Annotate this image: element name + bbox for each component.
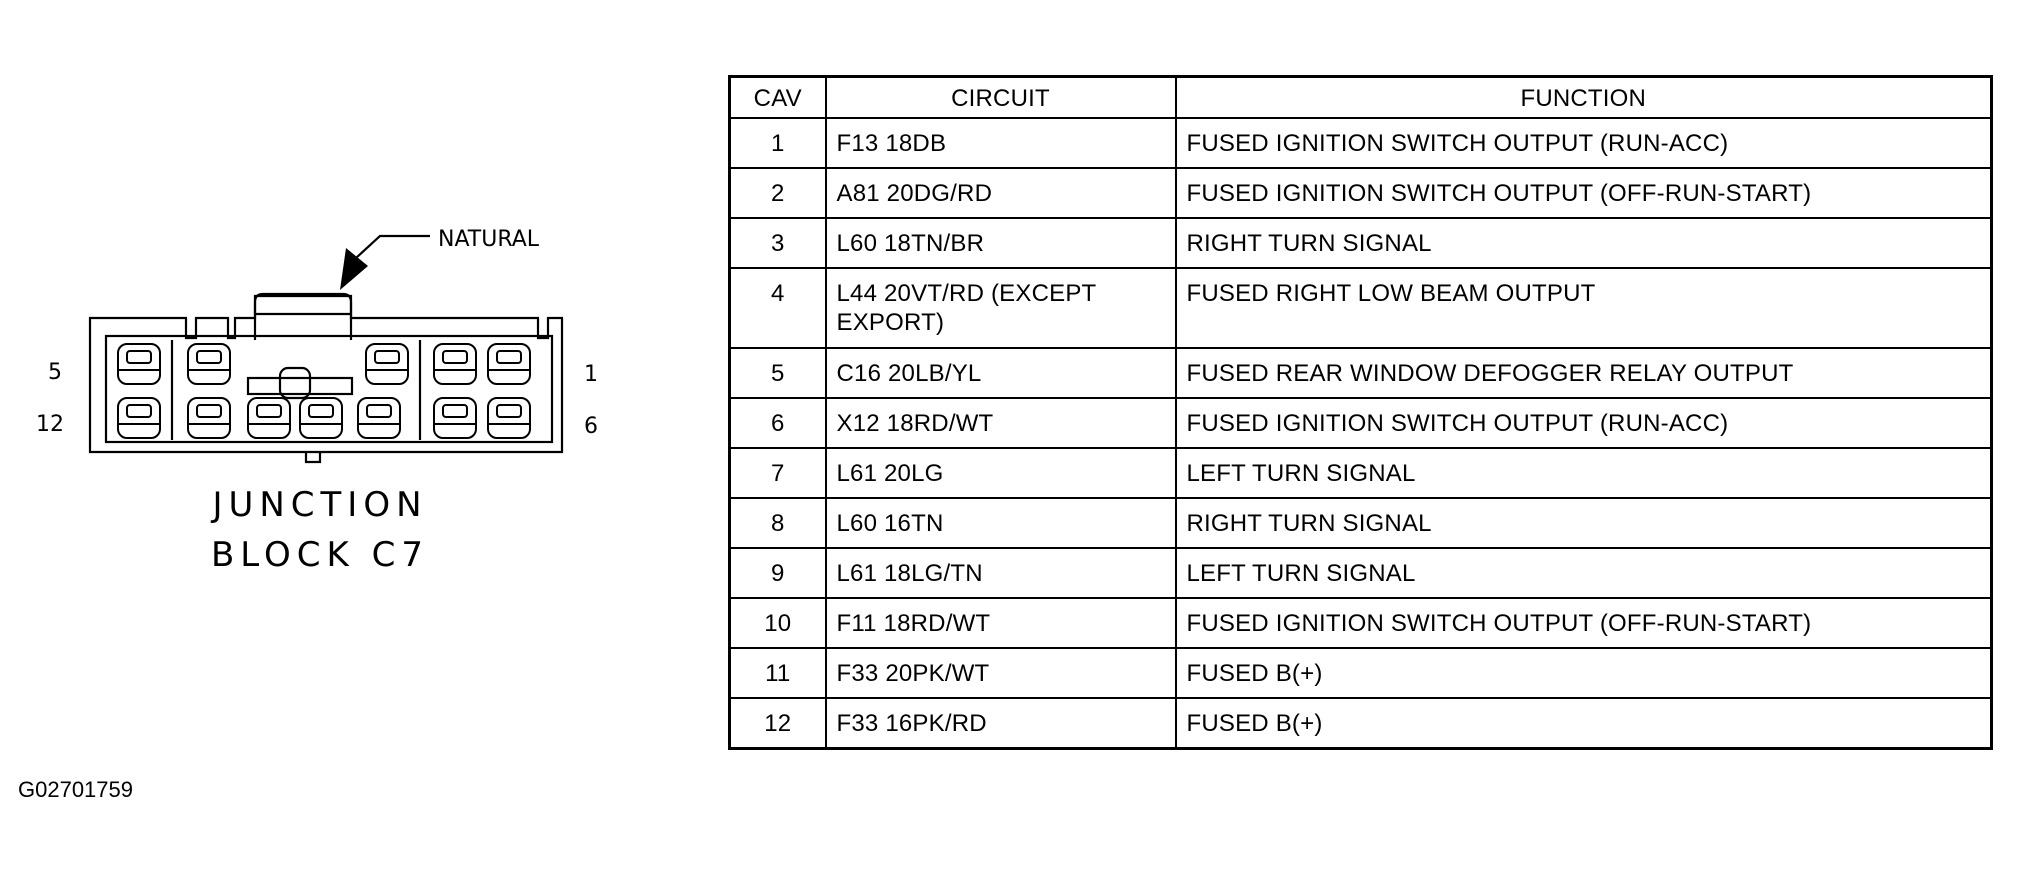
circuit-cell: A81 20DG/RD — [824, 167, 1177, 219]
connector-diagram: NATURAL 5 12 1 6 JUNCTION BLOCK C7 — [36, 227, 598, 575]
function-cell: LEFT TURN SIGNAL — [1174, 447, 1993, 499]
cavity-terminal — [487, 397, 531, 439]
cavity-terminal — [187, 397, 231, 439]
pin-label-5: 5 — [48, 360, 62, 385]
cavity-terminal — [365, 343, 409, 385]
cavity-terminal — [247, 397, 291, 439]
pin-label-12: 12 — [36, 412, 64, 437]
center-latch — [246, 376, 354, 396]
cavity-terminal — [433, 343, 477, 385]
cavity-terminal — [433, 397, 477, 439]
function-cell: FUSED IGNITION SWITCH OUTPUT (OFF-RUN-ST… — [1174, 167, 1993, 219]
cav-cell: 6 — [728, 397, 827, 449]
function-cell: FUSED IGNITION SWITCH OUTPUT (OFF-RUN-ST… — [1174, 597, 1993, 649]
circuit-cell: F11 18RD/WT — [824, 597, 1177, 649]
connector-keyway — [304, 452, 322, 464]
pinout-table: CAV CIRCUIT FUNCTION 1 F13 18DB FUSED IG… — [728, 75, 1993, 750]
table-row: 8 L60 16TN RIGHT TURN SIGNAL — [728, 497, 1993, 549]
circuit-cell: L60 16TN — [824, 497, 1177, 549]
cav-cell: 1 — [728, 117, 827, 169]
table-row: 5 C16 20LB/YL FUSED REAR WINDOW DEFOGGER… — [728, 347, 1993, 399]
natural-arrowhead — [340, 248, 368, 290]
table-row: 12 F33 16PK/RD FUSED B(+) — [728, 697, 1993, 750]
table-header-row: CAV CIRCUIT FUNCTION — [728, 75, 1993, 119]
lock-tab — [253, 292, 353, 340]
pin-label-6: 6 — [584, 414, 598, 439]
circuit-cell: L60 18TN/BR — [824, 217, 1177, 269]
cavity-terminal — [117, 397, 161, 439]
cav-cell: 7 — [728, 447, 827, 499]
table-row: 9 L61 18LG/TN LEFT TURN SIGNAL — [728, 547, 1993, 599]
cav-cell: 4 — [728, 267, 827, 349]
table-row: 7 L61 20LG LEFT TURN SIGNAL — [728, 447, 1993, 499]
cav-cell: 2 — [728, 167, 827, 219]
table-row: 2 A81 20DG/RD FUSED IGNITION SWITCH OUTP… — [728, 167, 1993, 219]
function-cell: FUSED IGNITION SWITCH OUTPUT (RUN-ACC) — [1174, 397, 1993, 449]
connector-title-line2: BLOCK C7 — [211, 535, 429, 575]
header-circuit: CIRCUIT — [824, 75, 1177, 119]
circuit-cell: L61 20LG — [824, 447, 1177, 499]
cavity-terminal — [117, 343, 161, 385]
table-row: 6 X12 18RD/WT FUSED IGNITION SWITCH OUTP… — [728, 397, 1993, 449]
cav-cell: 12 — [728, 697, 827, 750]
cavity-terminals — [117, 343, 531, 439]
function-cell: FUSED B(+) — [1174, 697, 1993, 750]
function-cell: RIGHT TURN SIGNAL — [1174, 217, 1993, 269]
cav-cell: 8 — [728, 497, 827, 549]
function-cell: LEFT TURN SIGNAL — [1174, 547, 1993, 599]
header-cav: CAV — [728, 75, 827, 119]
table-row: 3 L60 18TN/BR RIGHT TURN SIGNAL — [728, 217, 1993, 269]
pin-label-1: 1 — [584, 362, 598, 387]
cav-cell: 11 — [728, 647, 827, 699]
circuit-cell: C16 20LB/YL — [824, 347, 1177, 399]
function-cell: RIGHT TURN SIGNAL — [1174, 497, 1993, 549]
circuit-cell: L44 20VT/RD (EXCEPT EXPORT) — [824, 267, 1177, 349]
cavity-terminal — [299, 397, 343, 439]
connector-inner-frame — [104, 334, 554, 444]
table-row: 10 F11 18RD/WT FUSED IGNITION SWITCH OUT… — [728, 597, 1993, 649]
table-row: 1 F13 18DB FUSED IGNITION SWITCH OUTPUT … — [728, 117, 1993, 169]
circuit-cell: X12 18RD/WT — [824, 397, 1177, 449]
cav-cell: 3 — [728, 217, 827, 269]
circuit-cell: L61 18LG/TN — [824, 547, 1177, 599]
function-cell: FUSED REAR WINDOW DEFOGGER RELAY OUTPUT — [1174, 347, 1993, 399]
connector-title-line1: JUNCTION — [210, 485, 427, 525]
natural-label: NATURAL — [438, 227, 540, 252]
circuit-cell: F33 16PK/RD — [824, 697, 1177, 750]
table-row: 4 L44 20VT/RD (EXCEPT EXPORT) FUSED RIGH… — [728, 267, 1993, 349]
natural-pointer-line — [355, 234, 430, 259]
circuit-cell: F33 20PK/WT — [824, 647, 1177, 699]
cavity-terminal — [357, 397, 401, 439]
function-cell: FUSED RIGHT LOW BEAM OUTPUT — [1174, 267, 1993, 349]
cavity-terminal — [187, 343, 231, 385]
function-cell: FUSED B(+) — [1174, 647, 1993, 699]
cav-cell: 5 — [728, 347, 827, 399]
figure-id: G02701759 — [18, 777, 133, 802]
circuit-cell: F13 18DB — [824, 117, 1177, 169]
cav-cell: 10 — [728, 597, 827, 649]
cav-cell: 9 — [728, 547, 827, 599]
connector-housing-outline — [88, 294, 564, 454]
cavity-terminal — [487, 343, 531, 385]
table-row: 11 F33 20PK/WT FUSED B(+) — [728, 647, 1993, 699]
function-cell: FUSED IGNITION SWITCH OUTPUT (RUN-ACC) — [1174, 117, 1993, 169]
header-function: FUNCTION — [1174, 75, 1993, 119]
